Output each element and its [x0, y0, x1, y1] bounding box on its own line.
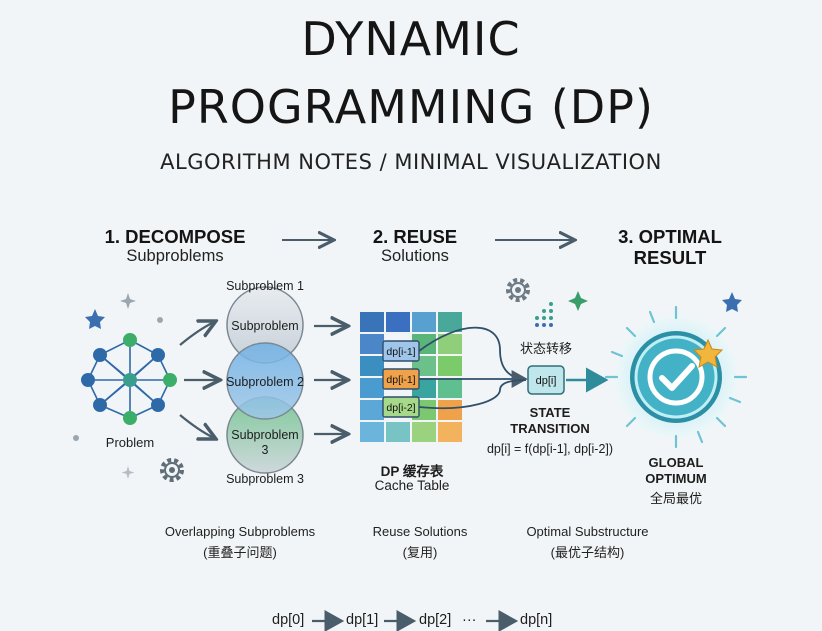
cache-cell-label: dp[i-1] — [386, 346, 415, 358]
decompose-arrow-3 — [179, 414, 214, 438]
dot-icon — [73, 435, 79, 441]
subproblem-3-label-line-2: 3 — [261, 443, 269, 457]
main-title-line-2: PROGRAMMING (DP) — [168, 80, 654, 134]
global-optimum-line-3: 全局最优 — [649, 491, 702, 506]
star-icon — [722, 292, 742, 312]
step-1-title: 1. DECOMPOSE — [104, 226, 246, 247]
sequence-item-dp-n: dp[n] — [520, 612, 553, 628]
sequence-item-dp-2: dp[2] — [419, 612, 452, 628]
state-transition-formula: dp[i] = f(dp[i-1], dp[i-2]) — [486, 442, 614, 456]
footer-1-line-1: Overlapping Subproblems — [164, 524, 316, 539]
subproblem-1-label: Subproblem — [231, 319, 299, 333]
sparkle-icon — [120, 293, 136, 309]
subproblem-2-label: Subproblem 2 — [226, 375, 304, 389]
subproblem-1-top-label: Subproblem 1 — [226, 279, 304, 293]
dots-pattern-icon — [535, 302, 553, 327]
footer-1-line-2: (重叠子问题) — [203, 545, 277, 560]
step-1-subtitle: Subproblems — [126, 247, 224, 265]
step-2-subtitle: Solutions — [381, 247, 449, 265]
step-3-title-line-1: 3. OPTIMAL — [618, 226, 722, 247]
subtitle: ALGORITHM NOTES / MINIMAL VISUALIZATION — [160, 150, 662, 174]
step-2-title: 2. REUSE — [372, 226, 458, 247]
star-icon — [692, 338, 724, 368]
decompose-arrow-1 — [179, 322, 214, 346]
state-transition-chinese-label: 状态转移 — [519, 341, 572, 356]
subproblem-3-label-line-1: Subproblem — [231, 428, 299, 442]
sequence-item-dp-1: dp[1] — [346, 612, 379, 628]
problem-network-icon — [81, 333, 177, 425]
step-3-title-line-2: RESULT — [633, 247, 707, 268]
cache-table-subtitle: Cache Table — [374, 478, 450, 493]
global-optimum-line-1: GLOBAL — [648, 455, 704, 470]
footer-3-line-1: Optimal Substructure — [526, 524, 649, 539]
sequence-item-dp-0: dp[0] — [272, 612, 305, 628]
dp-i-node-label: dp[i] — [536, 375, 557, 387]
footer-2-line-2: (复用) — [402, 545, 438, 560]
dp-i-node — [527, 365, 565, 395]
cache-cell-label: dp[i-2] — [386, 402, 415, 414]
star-icon — [85, 309, 105, 329]
checkmark-icon — [659, 363, 695, 391]
dot-icon — [157, 317, 163, 323]
cache-cell-label: dp[i-1] — [386, 374, 415, 386]
main-title-line-1: DYNAMIC — [301, 12, 521, 66]
subproblem-3-bottom-label: Subproblem 3 — [226, 472, 304, 486]
cache-table-title: DP 缓存表 — [380, 464, 444, 479]
gear-icon — [160, 458, 184, 482]
subproblem-2-circle — [226, 342, 304, 420]
sequence-ellipsis: ··· — [462, 612, 477, 628]
transition-connector-3 — [418, 379, 527, 410]
global-optimum-badge — [604, 305, 748, 449]
gear-icon — [506, 278, 530, 302]
sparkle-icon — [568, 291, 588, 311]
state-transition-title-line-1: STATE — [529, 405, 571, 420]
state-transition-title-line-2: TRANSITION — [510, 421, 590, 436]
cache-table-grid — [360, 312, 462, 442]
footer-3-line-2: (最优子结构) — [550, 545, 625, 560]
problem-label: Problem — [105, 435, 155, 450]
sparkle-icon — [121, 466, 135, 479]
transition-connector-1 — [418, 326, 527, 381]
footer-2-line-1: Reuse Solutions — [372, 524, 468, 539]
global-optimum-line-2: OPTIMUM — [645, 471, 707, 486]
